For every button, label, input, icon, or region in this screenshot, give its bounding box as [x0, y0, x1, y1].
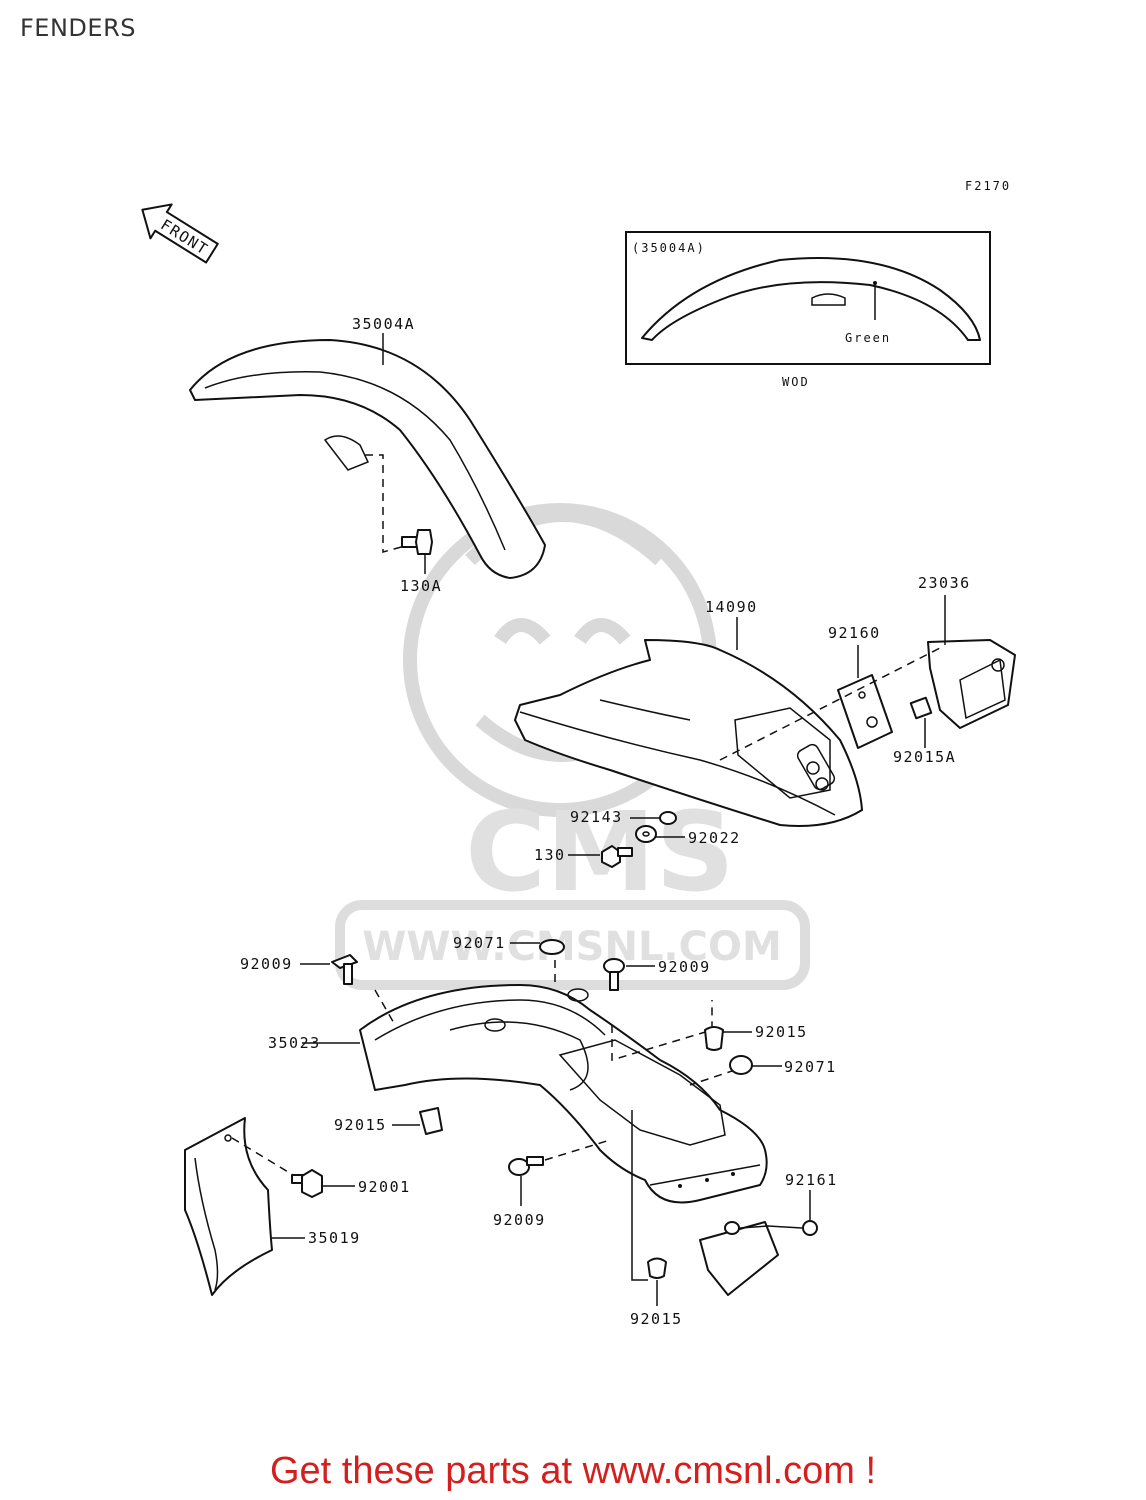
collar-92015-lower-icon — [647, 1257, 667, 1279]
inset-caption: WOD — [782, 375, 810, 389]
screw-92009-center-icon — [603, 958, 625, 991]
label-92015A: 92015A — [893, 748, 956, 766]
label-92160: 92160 — [828, 624, 881, 642]
label-92015-upper: 92015 — [755, 1023, 808, 1041]
plate-92160 — [837, 674, 893, 749]
rear-fender-cover — [514, 639, 863, 827]
label-92071-right: 92071 — [784, 1058, 837, 1076]
rubber-92071-right-icon — [729, 1055, 753, 1075]
label-92161: 92161 — [785, 1171, 838, 1189]
inset-title: (35004A) — [632, 241, 706, 255]
inset-35004A: (35004A) Green WOD — [625, 231, 991, 389]
label-92009-left: 92009 — [240, 955, 293, 973]
bolt-92001-icon — [291, 1169, 323, 1198]
inset-color-label: Green — [845, 331, 891, 345]
mud-flap-35019 — [184, 1117, 299, 1296]
collar-92015-left-icon — [419, 1107, 443, 1135]
label-35023: 35023 — [268, 1034, 321, 1052]
bolt-130-icon — [601, 845, 633, 868]
watermark-url: WWW.CMSNL.COM — [362, 924, 782, 970]
label-92009-center: 92009 — [658, 958, 711, 976]
rubber-92071-upper-icon — [539, 939, 565, 955]
taillight-23036 — [927, 639, 1016, 729]
label-92015-left: 92015 — [334, 1116, 387, 1134]
label-92009-lower: 92009 — [493, 1211, 546, 1229]
parts-diagram: CMS WWW.CMSNL.COM F2170 FRONT (35004A) G… — [141, 179, 1016, 1328]
watermark-brand: CMS — [465, 788, 734, 916]
collar-92015-upper-icon — [704, 1026, 724, 1051]
collar-92143-icon — [659, 811, 677, 825]
nut-92161-icon — [802, 1220, 818, 1236]
front-fender — [189, 339, 546, 579]
washer-92022-icon — [635, 825, 657, 843]
bolt-130A-icon — [401, 529, 433, 555]
label-35019: 35019 — [308, 1229, 361, 1247]
rear-fender-inner — [359, 960, 779, 1296]
nut-92015A-icon — [909, 696, 933, 720]
label-130: 130 — [534, 846, 566, 864]
page-title: FENDERS — [20, 14, 136, 42]
screw-92009-left-icon — [331, 954, 358, 985]
label-23036: 23036 — [918, 574, 971, 592]
figure-code: F2170 — [965, 179, 1011, 193]
label-35004A: 35004A — [352, 315, 415, 333]
screw-92009-lower-icon — [508, 1156, 544, 1176]
label-14090: 14090 — [705, 598, 758, 616]
label-92001: 92001 — [358, 1178, 411, 1196]
label-92071-upper: 92071 — [453, 934, 506, 952]
footer-promo-link[interactable]: Get these parts at www.cmsnl.com ! — [269, 1450, 877, 1492]
label-92143: 92143 — [570, 808, 623, 826]
label-92022: 92022 — [688, 829, 741, 847]
front-arrow-icon: FRONT — [141, 203, 219, 264]
label-92015-lower: 92015 — [630, 1310, 683, 1328]
label-130A: 130A — [400, 577, 442, 595]
